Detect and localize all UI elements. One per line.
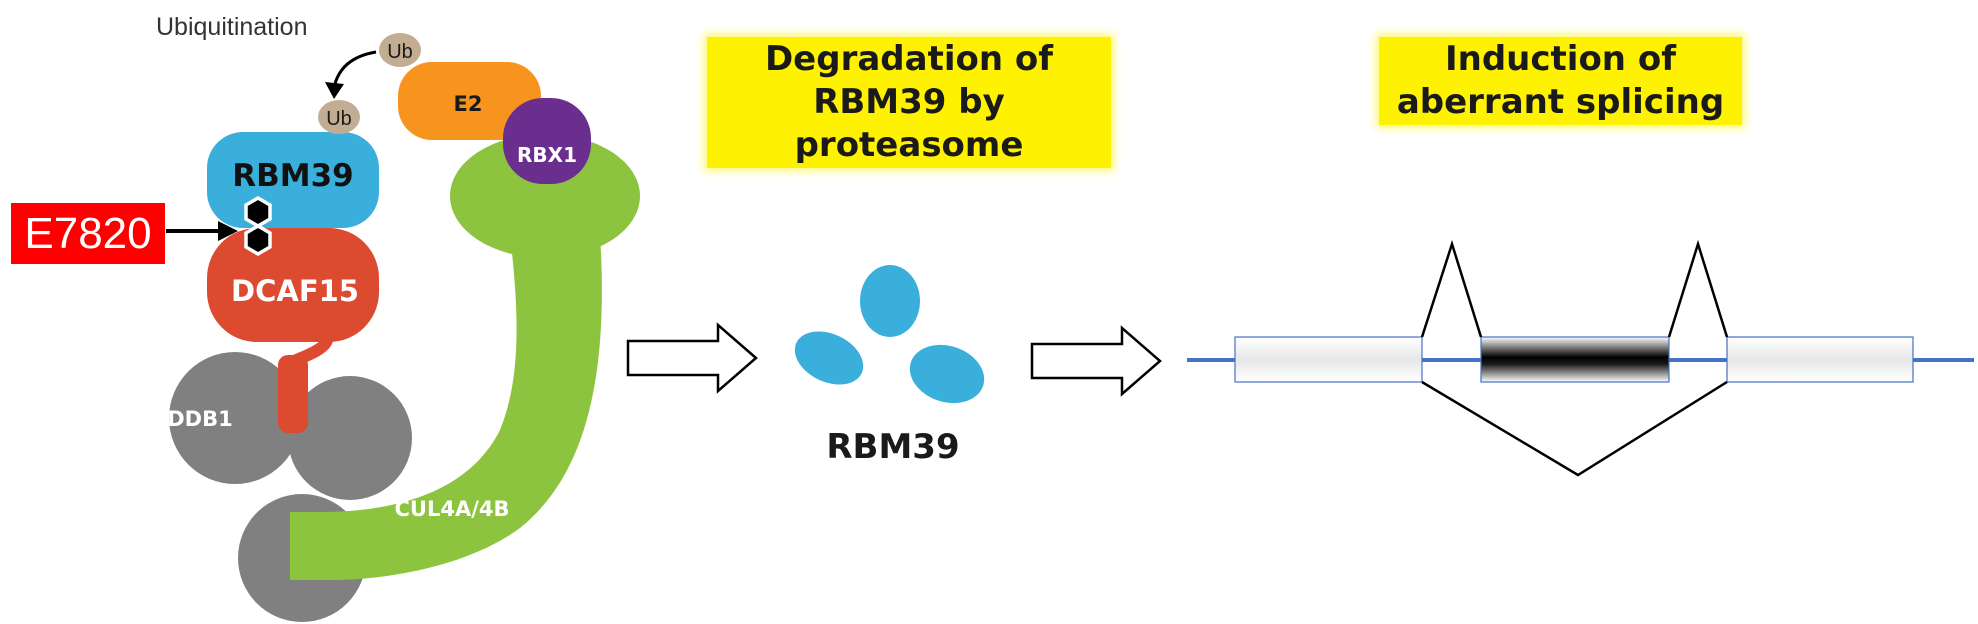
rbm39-fragment: [794, 331, 864, 385]
hollow-right-arrow-icon: [626, 322, 758, 394]
exon-middle: [1480, 336, 1670, 383]
dcaf15-label: DCAF15: [231, 274, 359, 308]
degradation-line-3: proteasome: [794, 125, 1024, 165]
e2-enzyme: [398, 62, 541, 140]
dcaf15-stalk: [278, 355, 308, 433]
degradation-line-2: RBM39 by: [813, 82, 1005, 122]
splicing-line-2: aberrant splicing: [1396, 82, 1725, 122]
cul4-arm: [290, 235, 602, 580]
e7820-label-box: E7820: [11, 203, 165, 264]
degradation-callout: Degradation of RBM39 by proteasome: [707, 37, 1111, 168]
ub-bead-top: [379, 33, 421, 67]
ubiquitination-label: Ubiquitination: [156, 13, 308, 41]
splicing-callout: Induction of aberrant splicing: [1379, 37, 1742, 125]
rbm39-fragment: [909, 344, 985, 404]
ub-bead-lower: [318, 100, 360, 134]
ubiquitin-transfer-arrowhead: [325, 82, 344, 99]
cul4-scaffold: [290, 134, 640, 580]
e7820-pointer-arrowhead: [218, 221, 238, 241]
splicing-diagram: [1187, 239, 1974, 477]
e7820-label: E7820: [24, 209, 152, 258]
rbm39-fragments: [794, 265, 985, 404]
cul4-label: CUL4A/4B: [395, 497, 510, 521]
splice-junction-normal-2: [1667, 239, 1729, 338]
degradation-line-1: Degradation of: [764, 39, 1054, 79]
ub-label-lower: Ub: [326, 108, 352, 130]
ddb1-lobe-left: [169, 352, 301, 484]
rbx1-label: RBX1: [517, 143, 577, 167]
ub-label-top: Ub: [387, 41, 413, 63]
hollow-right-arrow-icon: [1030, 325, 1162, 397]
splice-junction-normal-1: [1420, 239, 1483, 338]
exon-right: [1726, 336, 1914, 383]
splice-junction-skipping: [1421, 380, 1728, 477]
rbm39-fragment: [860, 265, 920, 337]
dcaf15-protein: [207, 228, 379, 342]
e2-label: E2: [454, 92, 483, 116]
ddb1-label: DDB1: [167, 407, 232, 431]
rbm39-bound-label: RBM39: [232, 158, 354, 194]
cul4-head: [450, 134, 640, 258]
splicing-line-1: Induction of: [1444, 39, 1676, 79]
ddb1-lobe-right: [288, 376, 412, 500]
ubiquitin-transfer-arrow: [332, 50, 377, 89]
rbm39-free-label: RBM39: [826, 427, 959, 467]
hexagon-pair-icon: [244, 195, 272, 257]
exon-left: [1234, 336, 1423, 383]
rbx1-protein: [503, 98, 591, 184]
